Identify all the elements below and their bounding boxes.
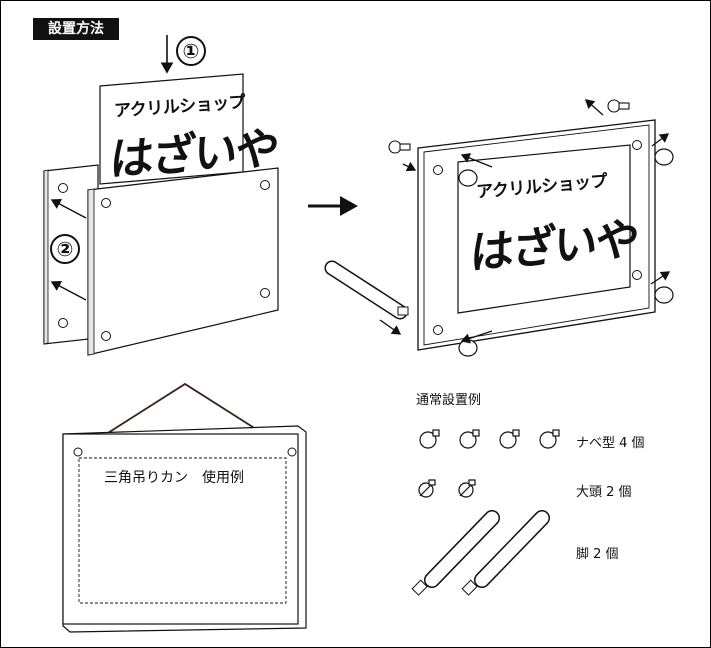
step-two-marker: ② [50, 234, 80, 264]
legend-heading: 通常設置例 [416, 393, 482, 408]
hanger-example-label: 三角吊りカン 使用例 [104, 470, 244, 486]
step-one-marker: ① [176, 36, 206, 66]
leg-post-icon [411, 510, 550, 596]
front-acrylic-plate [87, 167, 279, 356]
section-title: 設置方法 [33, 18, 119, 40]
legend-large-head-label: 大頭 2 個 [576, 485, 632, 500]
legend-leg-label: 脚 2 個 [576, 547, 619, 562]
sign-text-line2: はざいや [108, 122, 280, 187]
round-cap-screw-icon [419, 429, 560, 449]
hanging-sign-example [62, 382, 307, 633]
result-arrow-icon [308, 196, 358, 216]
assembled-sign-panel [324, 99, 674, 357]
large-head-screw-icon [418, 479, 476, 498]
leg-post-mounted-icon [324, 260, 409, 320]
legend-round-cap-label: ナベ型 4 個 [576, 436, 645, 451]
attach-arrows-icon [50, 198, 87, 301]
